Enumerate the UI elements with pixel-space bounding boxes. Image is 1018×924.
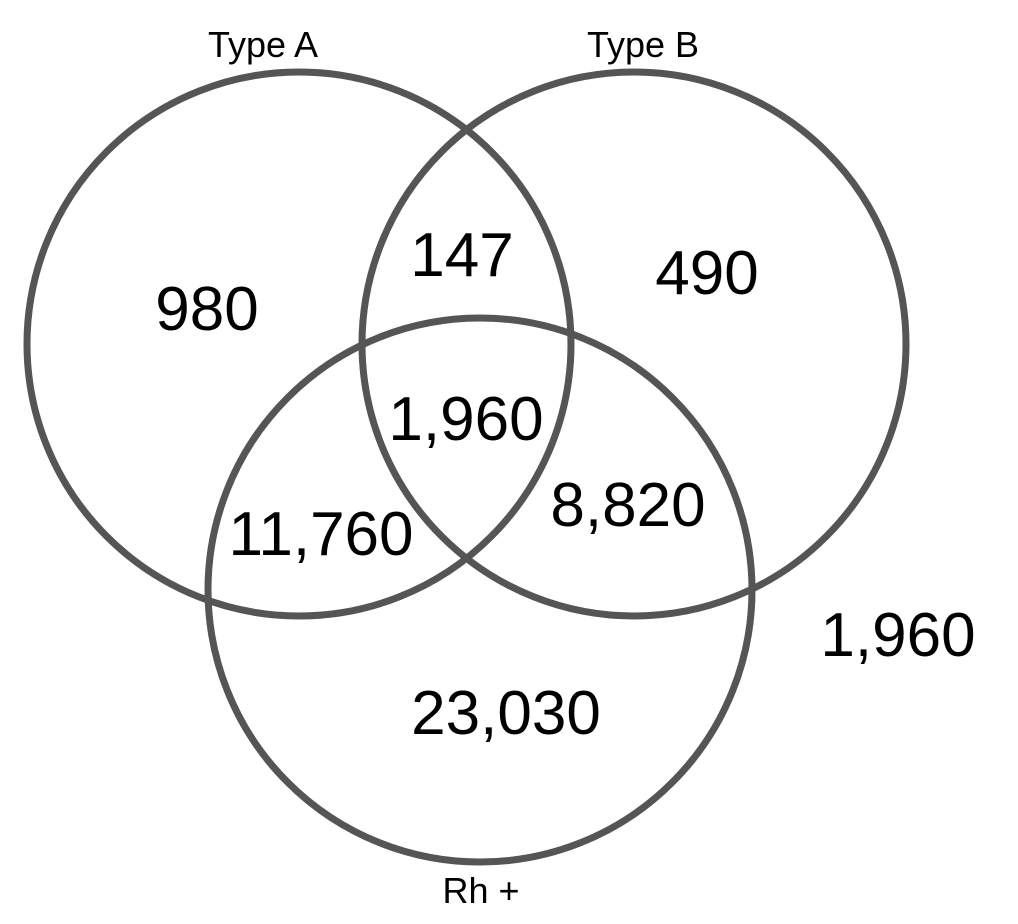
rh-positive-label: Rh + xyxy=(442,870,519,911)
region-a-b-rh: 1,960 xyxy=(388,385,543,454)
type-b-label: Type B xyxy=(587,24,699,65)
region-b-rh: 8,820 xyxy=(550,471,705,540)
region-rh-only: 23,030 xyxy=(411,679,601,748)
region-a-only: 980 xyxy=(155,275,258,344)
region-a-b: 147 xyxy=(410,221,513,290)
region-a-rh: 11,760 xyxy=(228,500,413,569)
rh-positive-circle xyxy=(204,314,756,866)
region-b-only: 490 xyxy=(655,239,758,308)
type-a-label: Type A xyxy=(208,24,318,65)
region-outside: 1,960 xyxy=(820,601,975,670)
type-a-circle xyxy=(23,68,575,620)
